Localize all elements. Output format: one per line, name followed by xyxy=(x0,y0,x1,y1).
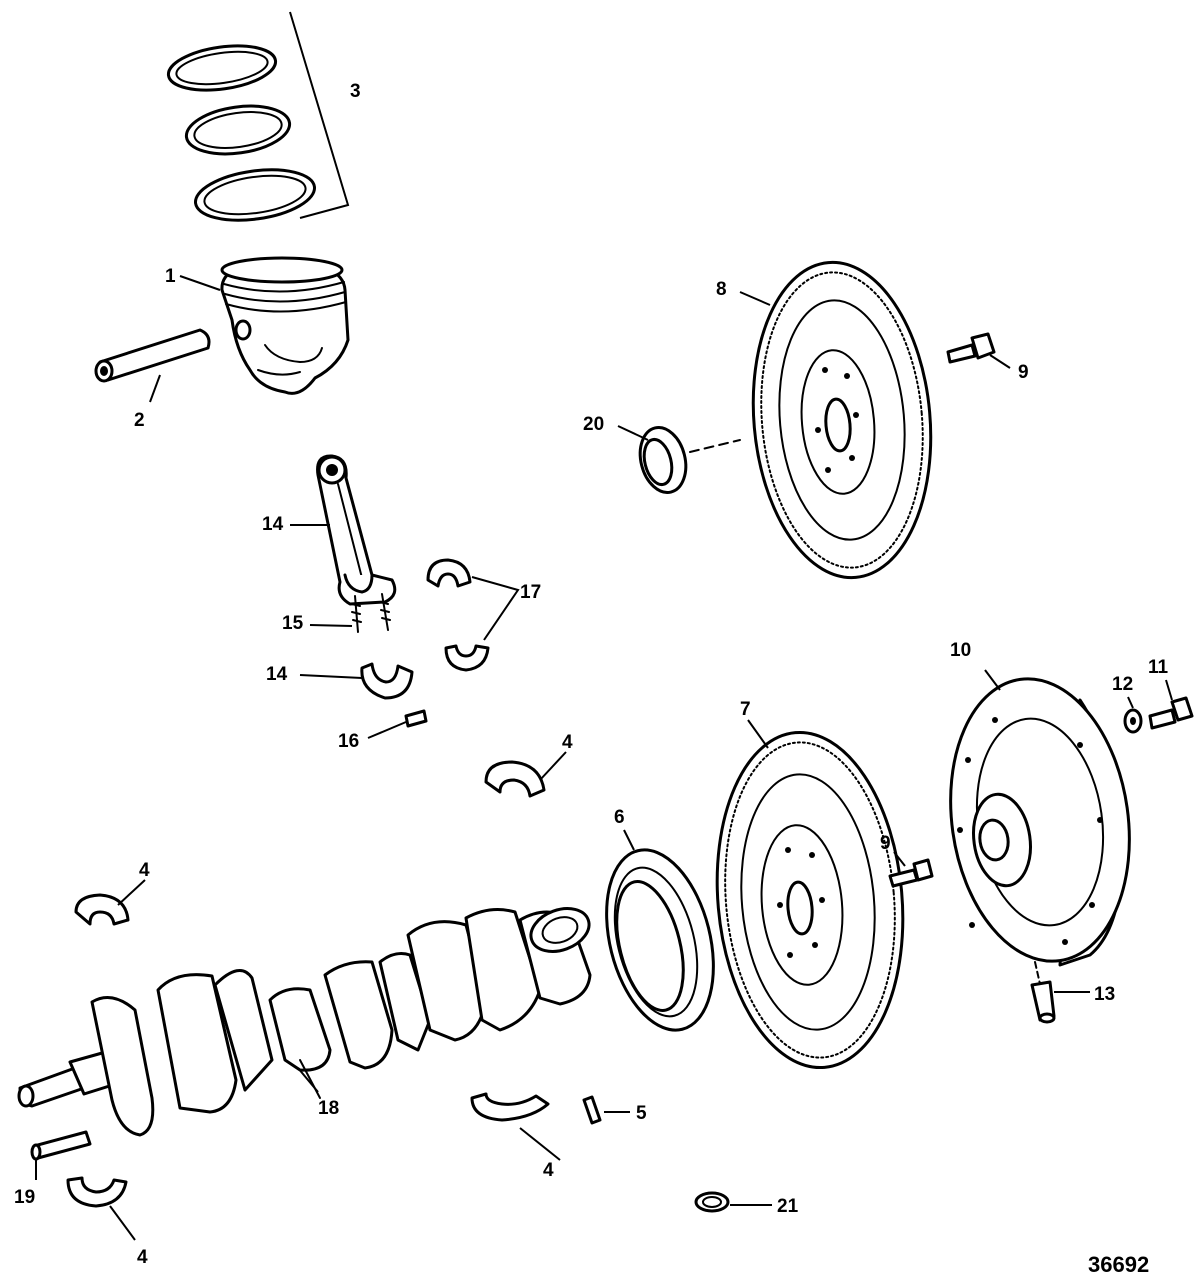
callout-2: 2 xyxy=(134,410,145,431)
callout-6: 6 xyxy=(614,807,625,828)
dowel-pin-5 xyxy=(582,1095,602,1125)
callout-10: 10 xyxy=(950,640,971,661)
main-bearing-left xyxy=(74,893,130,926)
washer-12 xyxy=(1123,708,1143,734)
figure-reference-number: 36692 xyxy=(1088,1252,1149,1277)
drive-coupler xyxy=(949,677,1131,967)
piston-pin xyxy=(94,328,211,383)
callout-18: 18 xyxy=(318,1098,339,1119)
callout-16: 16 xyxy=(338,731,359,752)
callout-8: 8 xyxy=(716,279,727,300)
flywheel-bolt-lower xyxy=(888,858,934,888)
grease-fitting xyxy=(1030,961,1056,1024)
callout-11: 11 xyxy=(1148,657,1169,678)
leader-lines xyxy=(35,275,1173,1241)
bearing-insert-upper xyxy=(426,558,472,588)
callout-1: 1 xyxy=(165,266,176,287)
callout-13: 13 xyxy=(1094,984,1115,1005)
dowel-pin-16 xyxy=(404,709,428,728)
coupler-bolt xyxy=(1148,696,1194,730)
callout-15: 15 xyxy=(282,613,304,634)
crank-pin-19 xyxy=(30,1130,92,1161)
callout-3: 3 xyxy=(350,81,361,102)
bearing-insert-lower xyxy=(444,644,490,672)
callout-14-upper: 14 xyxy=(262,514,284,535)
rear-main-seal xyxy=(605,848,715,1032)
callout-4-left: 4 xyxy=(139,860,150,881)
callout-4-upper: 4 xyxy=(562,732,573,753)
main-bearing-lower-center xyxy=(470,1092,550,1122)
connecting-rod xyxy=(316,454,397,633)
callout-20: 20 xyxy=(583,414,604,435)
main-bearing-upper-right xyxy=(484,760,546,798)
pilot-bushing xyxy=(638,426,741,494)
callout-9-lower: 9 xyxy=(880,833,891,854)
rod-bearing-cap xyxy=(360,662,414,700)
callout-12: 12 xyxy=(1112,674,1133,695)
callout-labels: 1 2 3 4 4 4 4 5 6 7 8 9 9 10 11 12 13 14… xyxy=(14,81,1169,1277)
callout-5: 5 xyxy=(636,1103,647,1124)
callout-7: 7 xyxy=(740,699,751,720)
flywheel-upper xyxy=(751,260,933,580)
flywheel-bolt-upper xyxy=(946,332,996,364)
callout-17: 17 xyxy=(520,582,541,603)
callout-4-lower: 4 xyxy=(543,1160,554,1181)
callout-19: 19 xyxy=(14,1187,35,1208)
piston xyxy=(220,256,350,395)
callout-14-lower: 14 xyxy=(266,664,288,685)
flywheel-lower xyxy=(715,730,905,1070)
main-bearing-lower-left xyxy=(66,1176,128,1208)
callout-21: 21 xyxy=(777,1196,799,1217)
washer-21 xyxy=(694,1191,730,1213)
crankshaft xyxy=(17,907,592,1137)
callout-9-upper: 9 xyxy=(1018,362,1029,383)
piston-rings xyxy=(166,11,350,222)
callout-4-bottom: 4 xyxy=(137,1247,148,1268)
